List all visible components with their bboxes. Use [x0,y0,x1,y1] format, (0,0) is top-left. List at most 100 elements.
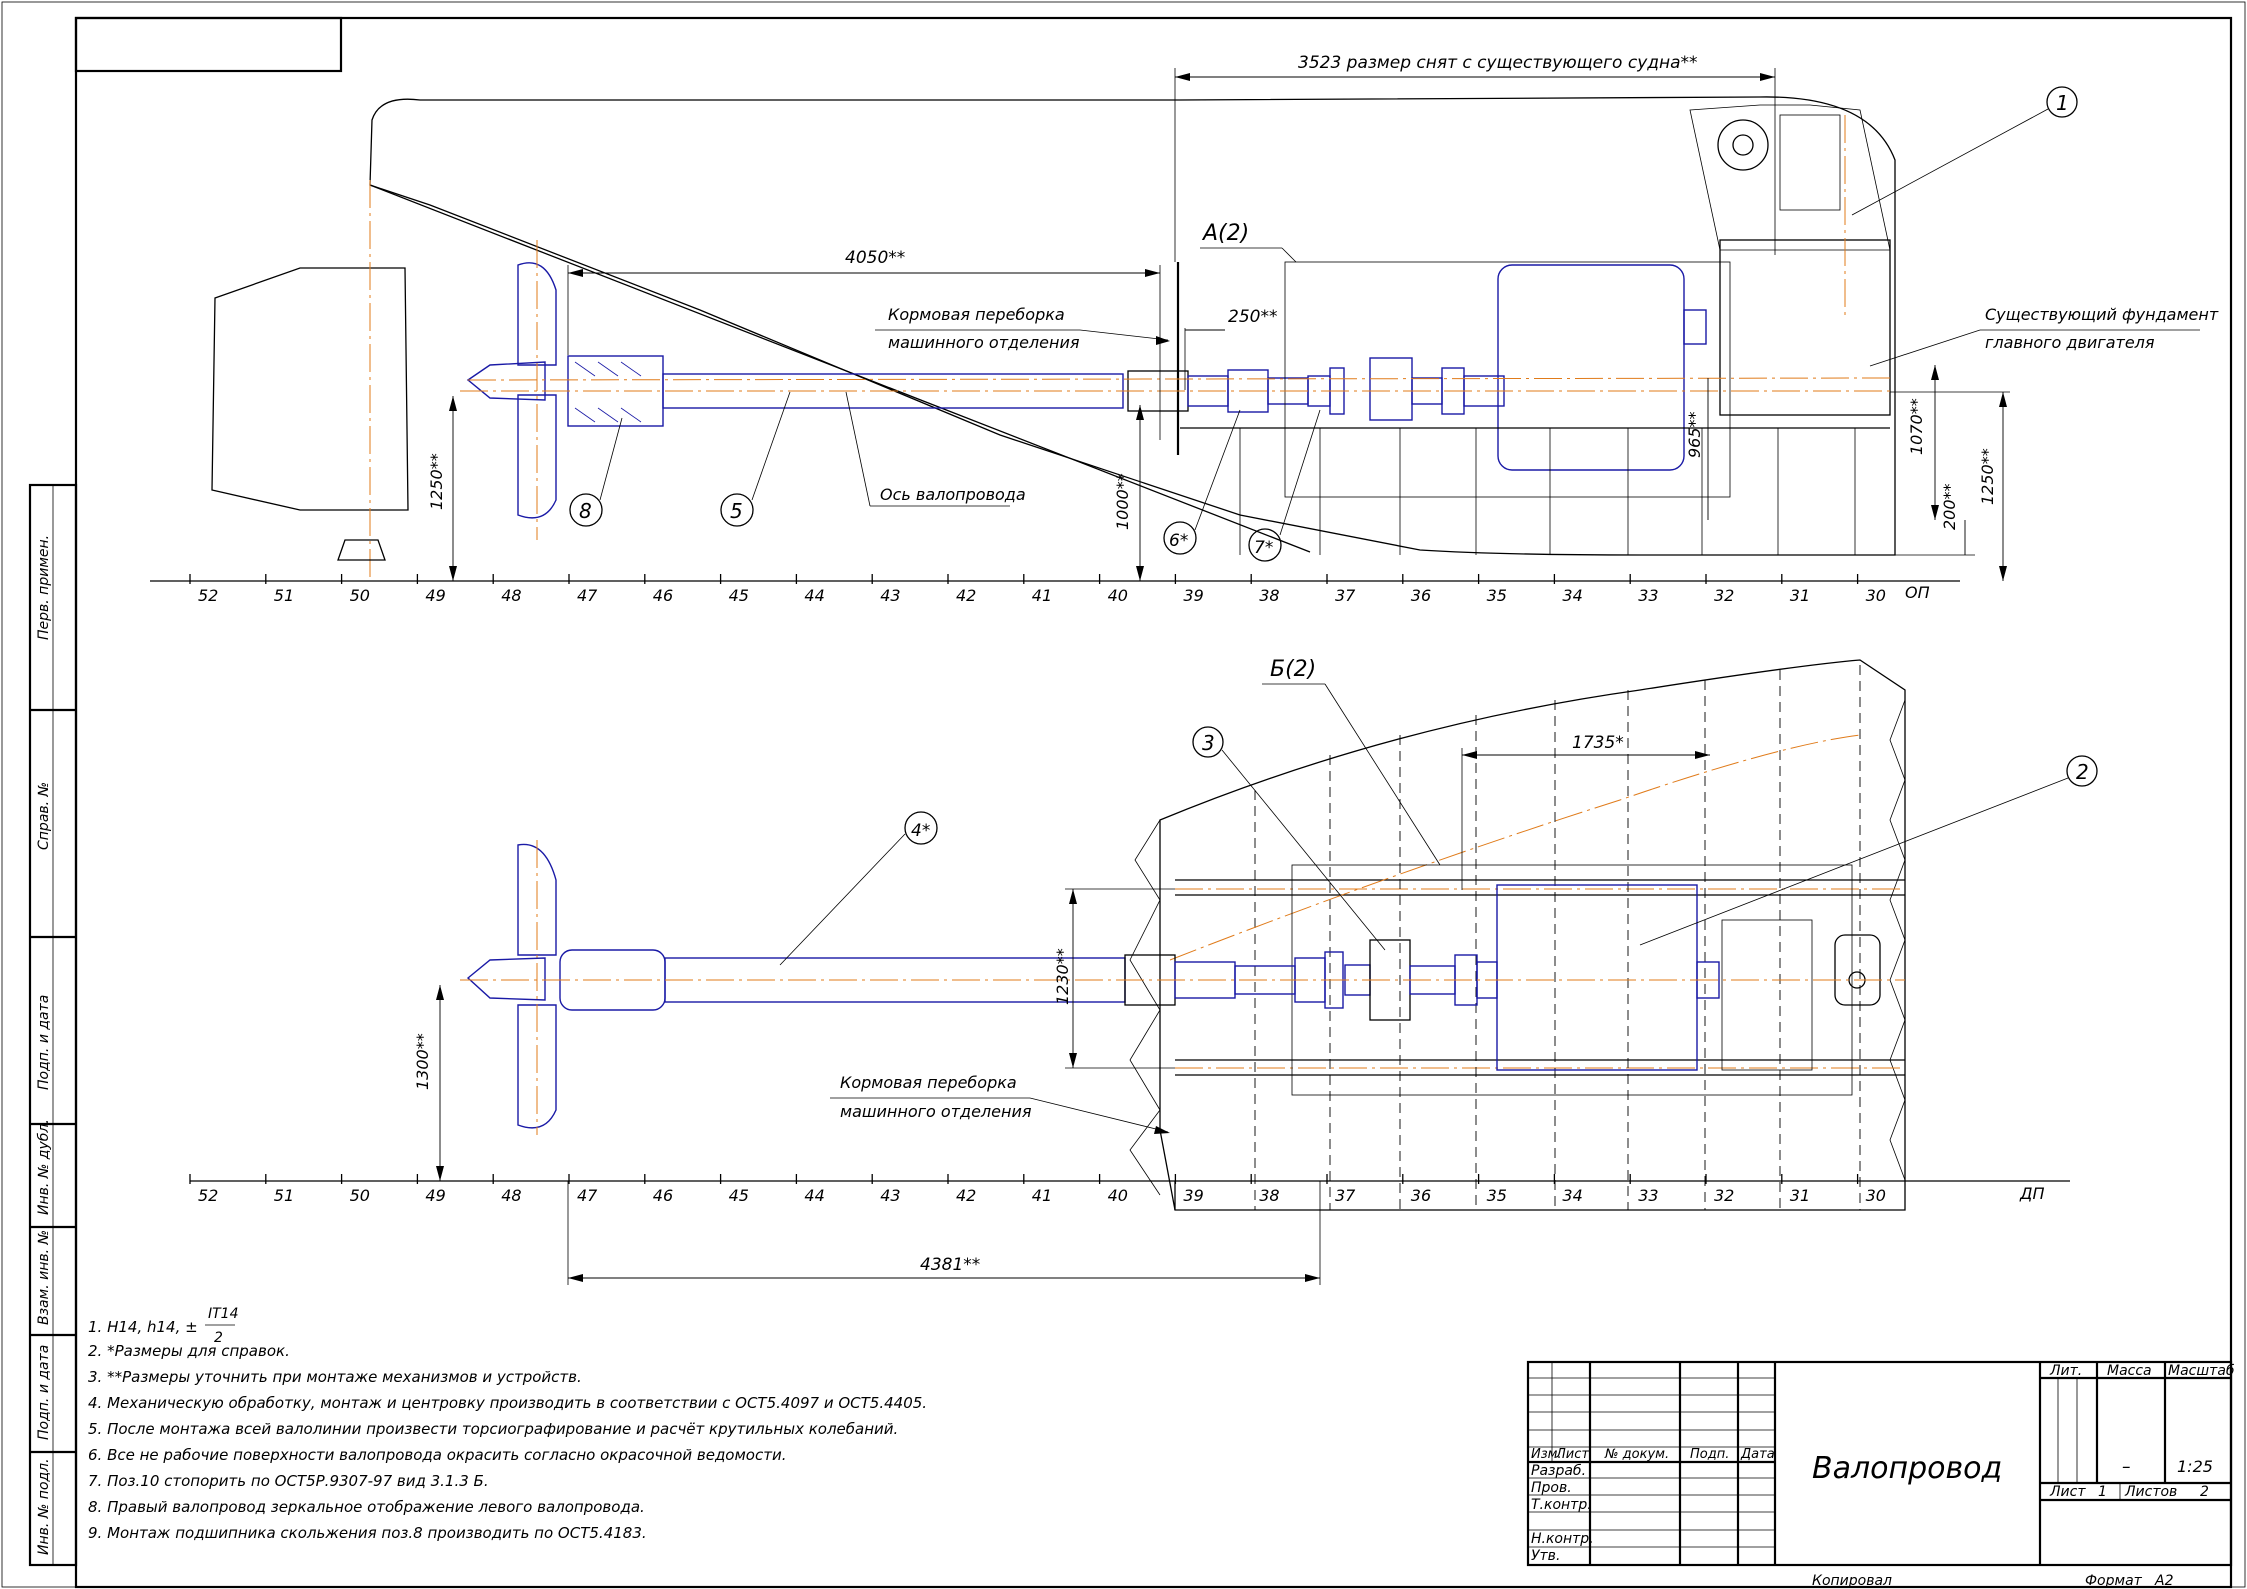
stamp-lit: Лит. [2049,1363,2082,1379]
callout-6: 6* [1169,531,1188,551]
hull-bottom-line [369,184,1311,553]
side-stamp-label: Подп. и дата [36,995,52,1090]
dim-3523: 3523 размер снят с существующего судна** [1298,53,1698,73]
frame-number: 31 [1790,1186,1810,1205]
main-engine [1719,239,1891,416]
dim-250: 250** [1228,307,1277,327]
frame-number: 44 [804,1186,824,1205]
deck-outline [1159,659,1906,1211]
stamp-nkontr: Н.контр. [1531,1531,1594,1547]
frame-number: 32 [1714,586,1734,605]
format-label: Формат [2085,1573,2143,1589]
frame-number: 39 [1183,1186,1203,1205]
propeller-hub [466,361,546,401]
frame-number: 52 [198,1186,218,1205]
frame-number: 52 [198,586,218,605]
plan-callouts: 2 3 4* [779,726,2098,966]
frame-number: 42 [956,1186,976,1205]
frame-number: 42 [956,586,976,605]
note-3: 3. **Размеры уточнить при монтаже механи… [88,1368,582,1386]
stamp-razrab: Разраб. [1531,1463,1586,1479]
gearbox [1497,264,1685,471]
note-2: 2. *Размеры для справок. [88,1342,290,1360]
view-b-label: Б(2) [1270,657,1316,682]
dim-1250-left: 1250** [427,453,446,510]
frame-number: 48 [501,586,521,605]
propeller-blade [517,262,557,519]
frame-number: 34 [1562,1186,1582,1205]
frame-number: 49 [425,586,445,605]
dim-1000: 1000** [1113,473,1132,530]
note-1-fraction-num: IT14 [208,1306,239,1322]
mass-value: – [2122,1457,2131,1477]
note-5: 5. После монтажа всей валолинии произвес… [88,1420,898,1438]
plan-dimensions: 1735* 1230** 1300** 4381** Б(2) Кормовая… [413,657,2045,1285]
baseline-dp-label: ДП [2019,1184,2045,1203]
frame-number: 50 [350,586,370,605]
frame-number: 38 [1259,586,1279,605]
callout-5: 5 [730,499,743,523]
note-9: 9. Монтаж подшипника скольжения поз.8 пр… [88,1524,647,1542]
format-value: А2 [2154,1573,2174,1589]
side-stamp-label: Инв. № дубл. [36,1119,52,1215]
side-stamp-label: Взам. инв. № [36,1230,52,1325]
callout-8: 8 [579,499,592,523]
frame-number: 34 [1562,586,1582,605]
frame-number: 43 [880,586,900,605]
frame-number: 35 [1487,586,1507,605]
note-1-fraction-den: 2 [214,1330,223,1346]
frame-number: 39 [1183,586,1203,605]
dim-1230: 1230** [1053,948,1072,1005]
shaft-axis-label: Ось валопровода [880,485,1026,504]
title-block: Изм. Лист № докум. Подп. Дата Разраб. Пр… [1526,1360,2235,1589]
rudder-heel [337,539,386,561]
sheet-number: 1 [2098,1484,2107,1500]
bulkhead-label-line2: машинного отделения [888,333,1080,352]
side-stamp-label: Инв. № подл. [36,1458,52,1555]
profile-view [150,96,1960,582]
frame-number: 41 [1032,1186,1052,1205]
rudder [211,267,409,511]
stamp-col-date: Дата [1740,1447,1775,1462]
plan-bulkhead-label-line2: машинного отделения [840,1102,1032,1121]
sheets-count: 2 [2200,1484,2209,1500]
stamp-prov: Пров. [1531,1480,1572,1496]
frame-number: 43 [880,1186,900,1205]
dim-965: 965** [1685,411,1704,458]
callout-4: 4* [911,821,930,841]
callout-7: 7* [1254,538,1273,558]
profile-dimensions: 3523 размер снят с существующего судна**… [427,53,2219,602]
note-7: 7. Поз.10 стопорить по ОСТ5Р.9307-97 вид… [88,1472,489,1490]
side-stamp-label: Подп. и дата [36,1345,52,1440]
view-a-label: А(2) [1201,221,1249,246]
frame-number: 46 [653,586,673,605]
foundation-label-line1: Существующий фундамент [1985,305,2219,324]
frame-number: 30 [1866,1186,1886,1205]
scale-value: 1:25 [2177,1457,2213,1476]
stamp-list: Лист [2049,1484,2086,1500]
dim-1300: 1300** [413,1033,432,1090]
bulkhead-label-line1: Кормовая переборка [888,305,1065,324]
drawing-title: Валопровод [1812,1451,2002,1486]
dim-1070: 1070** [1907,398,1926,455]
dim-1250-right: 1250** [1978,448,1997,505]
detail-frame-a [1284,261,1731,498]
side-stamp: Перв. примен. Справ. № Подп. и дата Инв.… [28,483,78,1567]
frame-number: 46 [653,1186,673,1205]
stamp-col-sign: Подп. [1690,1447,1729,1462]
frame-number: 33 [1638,1186,1658,1205]
copied-by: Копировал [1812,1573,1892,1589]
frame-number: 51 [274,1186,294,1205]
drawing-frame [74,16,2233,1589]
note-6: 6. Все не рабочие поверхности валопровод… [88,1446,786,1464]
callout-3: 3 [1202,731,1215,755]
frame-number: 40 [1108,586,1128,605]
callout-1: 1 [2056,91,2069,115]
engine-flywheel [1717,119,1769,171]
note-1: 1. H14, h14, ± [88,1318,198,1336]
frame-number: 50 [350,1186,370,1205]
